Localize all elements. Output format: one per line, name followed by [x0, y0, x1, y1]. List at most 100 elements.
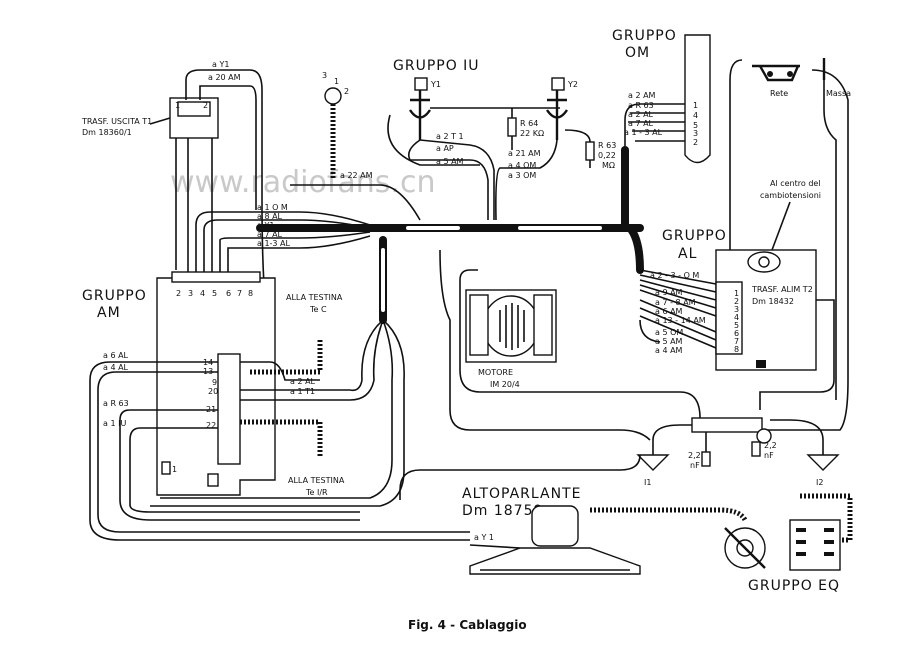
centro-label-2: cambiotensioni	[760, 191, 821, 200]
y1-switch-body	[409, 90, 431, 140]
gruppo-iu-y2: Y2	[546, 77, 578, 140]
trasf-uscita-t1: 1 2 TRASF. USCITA T1 Dm 18360/1	[81, 97, 219, 139]
label-13al: a 1-3 AL	[257, 239, 291, 248]
om-pin-4: 4	[693, 111, 698, 120]
shield-testina-c	[250, 340, 323, 375]
label-om-r63: a R 63	[628, 101, 654, 110]
rete-plug	[752, 64, 800, 82]
om-pin-3: 3	[693, 129, 698, 138]
label-am-6al: a 6 AL	[103, 351, 129, 360]
testina-c-label: ALLA TESTINA	[286, 293, 343, 302]
gruppo-am-subtitle: AM	[97, 305, 121, 321]
wire-iu-c	[495, 139, 558, 221]
wire-iu-loop	[387, 114, 480, 166]
cap1-unit: nF	[690, 461, 700, 470]
cap2-unit: nF	[764, 451, 774, 460]
eq-board	[789, 519, 841, 571]
cap1-body	[701, 451, 711, 467]
wire-t1-top-b	[199, 85, 257, 210]
am-top-pin-labels: 2 3 4 5 6 7 8	[176, 289, 253, 298]
label-7al: a 7 AL	[257, 230, 283, 239]
y1-jack	[414, 77, 428, 91]
label-om-2am: a 2 AM	[628, 91, 656, 100]
rete-label: Rete	[770, 89, 788, 98]
al-pin-6: 6	[734, 329, 739, 338]
al-pin-5: 5	[734, 321, 739, 330]
testina-ir-label: ALLA TESTINA	[288, 476, 345, 485]
eq-rotary-switch	[724, 527, 766, 569]
label-iu-3om: a 3 OM	[508, 171, 536, 180]
rete-pin-right	[787, 71, 793, 77]
label-top-y1: a Y1	[212, 60, 229, 69]
i1-wire	[652, 424, 700, 455]
motor-rotor-lines	[499, 303, 525, 350]
am-switch-1	[161, 461, 171, 475]
voltage-selector-center	[758, 256, 770, 268]
speaker-cone	[469, 547, 641, 575]
y2-switch-body	[546, 90, 568, 140]
label-om-2al: a 2 AL	[628, 110, 654, 119]
am-pin-5: 5	[212, 289, 217, 298]
resistor-r64: R 64 22 KΩ	[430, 107, 560, 150]
om-pin-2: 2	[693, 138, 698, 147]
figure-caption: Fig. 4 - Cablaggio	[408, 618, 527, 632]
wire-iu-a	[407, 139, 489, 220]
am-pin-7: 7	[237, 289, 242, 298]
cap2-value: 2,2	[764, 441, 777, 450]
label-iu-ap: a AP	[436, 144, 454, 153]
gruppo-om-title: GRUPPO	[612, 28, 677, 44]
label-al-1314am: a 13 - 14 AM	[655, 316, 706, 325]
label-al-4am: a 4 AM	[655, 346, 683, 355]
wire-bottom-loop	[399, 454, 641, 500]
massa-wire	[823, 80, 837, 400]
speaker-magnet	[531, 505, 579, 547]
eq-slot-5	[824, 540, 834, 544]
wire-to-harness-1	[195, 211, 371, 272]
gruppo-al-subtitle: AL	[678, 246, 697, 262]
r64-body	[507, 117, 517, 137]
trasf-uscita-terminals	[177, 101, 211, 117]
am-pin-20: 20	[208, 387, 218, 396]
eq-slot-2	[796, 540, 806, 544]
label-am-1t1: a 1 T1	[290, 387, 315, 396]
am-pin-4: 4	[200, 289, 205, 298]
r63-label: R 63	[598, 141, 616, 150]
pot-body	[324, 87, 342, 105]
cap2-body	[751, 441, 761, 457]
i2-wire	[770, 419, 824, 455]
gruppo-iu-title: GRUPPO IU	[393, 58, 480, 74]
switch-i1: I1	[636, 424, 700, 487]
switch-terminal-block	[691, 417, 763, 433]
am-board	[156, 277, 276, 496]
eq-rotary-marker	[724, 527, 766, 569]
pot-pin-2: 2	[344, 87, 349, 96]
am-pin-9: 9	[212, 378, 217, 387]
al-fuse-block	[756, 360, 766, 368]
am-pin-6: 6	[226, 289, 231, 298]
r63-leads	[564, 129, 591, 168]
eq-slot-6	[824, 552, 834, 556]
al-pin-3: 3	[734, 305, 739, 314]
t1-pin-2: 2	[203, 101, 208, 110]
al-wire-fan	[639, 269, 717, 349]
capacitor-2: 2,2 nF	[751, 441, 777, 460]
motore-label: MOTORE	[478, 368, 513, 377]
am-top-terminals	[171, 271, 261, 283]
wire-iu-b	[419, 139, 495, 220]
gruppo-om-subtitle: OM	[625, 45, 650, 61]
watermark: www.radiofans.cn	[170, 165, 435, 200]
i2-body	[806, 454, 840, 471]
al-wire-return	[639, 319, 661, 343]
motor-rotor	[482, 295, 540, 357]
label-iu-21am: a 21 AM	[508, 149, 541, 158]
wire-22am	[290, 184, 421, 221]
pot-pin-1: 1	[334, 77, 339, 86]
trasf-alim-label: TRASF. ALIM T2	[751, 285, 813, 294]
cap1-value: 2,2	[688, 451, 701, 460]
altoparlante-code: Dm 18759	[462, 503, 543, 519]
label-al-230m: a 2 - 3 - O M	[650, 271, 699, 280]
gruppo-am-title: GRUPPO	[82, 288, 147, 304]
label-am-1iu: a 1 IU	[103, 419, 126, 428]
speaker-wire	[469, 544, 521, 549]
